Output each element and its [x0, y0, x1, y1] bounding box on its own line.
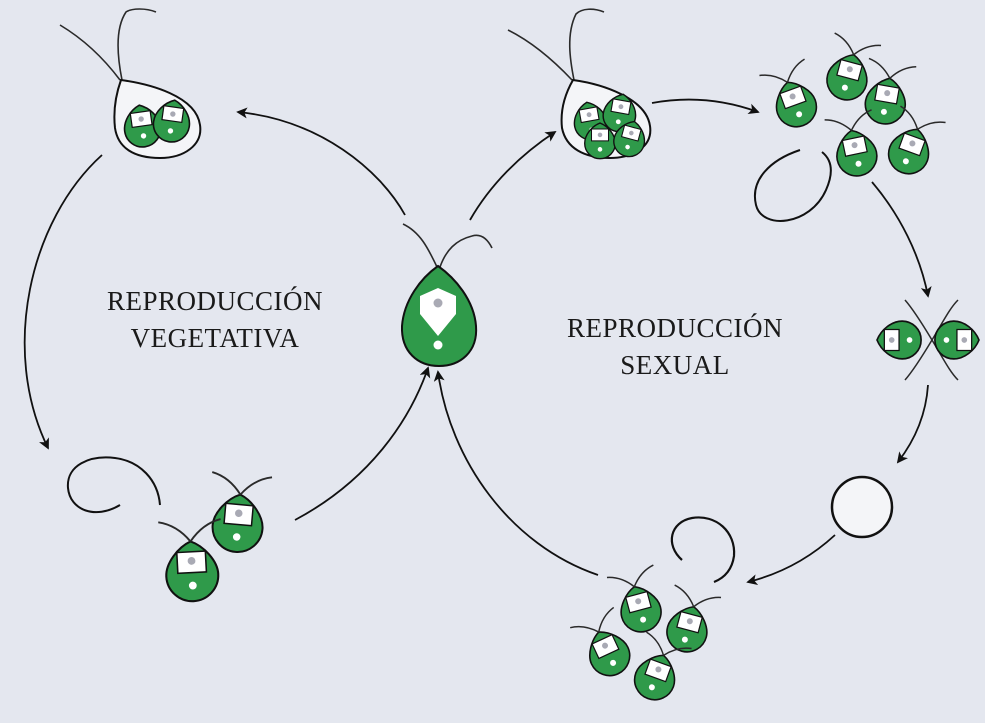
arrow-meiotic-cells-to-adult: [433, 370, 599, 576]
arrow-sporangium-to-zoospores: [23, 154, 103, 450]
released-meiotic-cells: [569, 516, 736, 708]
sexual-reproduction-label: REPRODUCCIÓN SEXUAL: [520, 310, 830, 384]
vegetative-division-sporangium: [59, 8, 202, 160]
sexual-label-line2: SEXUAL: [620, 350, 730, 380]
gamete-forming-sporangium: [507, 8, 652, 161]
released-gametes: [753, 32, 947, 222]
arrow-fusion-to-zygote: [896, 384, 929, 464]
arrow-adult-to-vegetative-sporangium: [236, 107, 406, 216]
vegetative-label-line2: VEGETATIVA: [130, 323, 300, 353]
arrow-zygote-to-meiotic-cells: [746, 534, 836, 586]
adult-cell: [400, 223, 493, 368]
arrow-sporangium-to-gametes: [651, 98, 760, 115]
sexual-label-line1: REPRODUCCIÓN: [566, 313, 784, 343]
released-zoospores: [66, 456, 274, 604]
cycle-arrows: [23, 98, 932, 586]
arrow-zoospores-to-adult: [294, 366, 431, 521]
arrow-gametes-to-fusion: [871, 181, 932, 298]
arrow-adult-to-gamete-sporangium: [469, 130, 557, 221]
vegetative-label-line1: REPRODUCCIÓN: [106, 286, 324, 316]
gamete-fusion: [876, 299, 980, 381]
vegetative-reproduction-label: REPRODUCCIÓN VEGETATIVA: [60, 283, 370, 357]
zygote: [830, 475, 894, 539]
